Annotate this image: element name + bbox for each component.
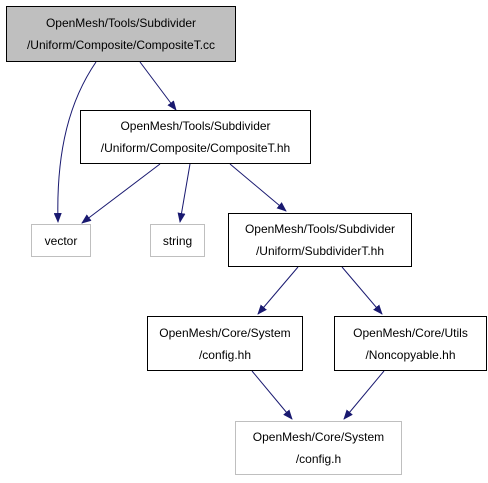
edge-subdivider-hh-to-config-hh bbox=[257, 266, 299, 315]
node-noncopyable-hh-line2: /Noncopyable.hh bbox=[365, 347, 456, 362]
node-vector-label: vector bbox=[44, 233, 78, 248]
node-composite-hh[interactable]: OpenMesh/Tools/Subdivider /Uniform/Compo… bbox=[80, 110, 311, 164]
node-composite-cc-line1: OpenMesh/Tools/Subdivider bbox=[45, 16, 197, 30]
node-composite-cc-line2: /Uniform/Composite/CompositeT.cc bbox=[26, 38, 216, 52]
node-subdivider-hh[interactable]: OpenMesh/Tools/Subdivider /Uniform/Subdi… bbox=[228, 213, 412, 267]
node-config-h-line2: /config.h bbox=[295, 452, 342, 466]
node-vector: vector bbox=[31, 224, 91, 257]
edge-noncopyable-hh-to-config-h bbox=[343, 370, 385, 420]
node-string-label: string bbox=[162, 233, 193, 248]
node-config-h-line1: OpenMesh/Core/System bbox=[252, 430, 385, 444]
node-subdivider-hh-line2: /Uniform/SubdividerT.hh bbox=[255, 244, 385, 258]
node-composite-cc: OpenMesh/Tools/Subdivider /Uniform/Compo… bbox=[6, 6, 236, 62]
node-composite-hh-line2: /Uniform/Composite/CompositeT.hh bbox=[100, 141, 291, 155]
node-config-hh-line2: /config.hh bbox=[198, 347, 252, 362]
edge-composite-cc-to-composite-hh bbox=[139, 61, 177, 111]
edge-config-hh-to-config-h bbox=[251, 370, 293, 420]
edge-composite-hh-to-subdivider-hh bbox=[229, 163, 287, 212]
edge-composite-cc-to-vector bbox=[53, 61, 97, 223]
node-config-hh[interactable]: OpenMesh/Core/System /config.hh bbox=[147, 316, 303, 371]
edge-subdivider-hh-to-noncopyable-hh bbox=[341, 266, 383, 315]
edge-composite-hh-to-string bbox=[177, 163, 191, 223]
node-noncopyable-hh-line1: OpenMesh/Core/Utils bbox=[353, 325, 468, 340]
node-config-hh-line1: OpenMesh/Core/System bbox=[159, 325, 291, 340]
edge-composite-hh-to-vector bbox=[81, 163, 161, 224]
node-composite-hh-line1: OpenMesh/Tools/Subdivider bbox=[120, 119, 271, 133]
node-subdivider-hh-line1: OpenMesh/Tools/Subdivider bbox=[244, 222, 396, 236]
node-noncopyable-hh[interactable]: OpenMesh/Core/Utils /Noncopyable.hh bbox=[334, 316, 487, 371]
node-config-h: OpenMesh/Core/System /config.h bbox=[235, 421, 402, 475]
node-string: string bbox=[150, 224, 205, 257]
